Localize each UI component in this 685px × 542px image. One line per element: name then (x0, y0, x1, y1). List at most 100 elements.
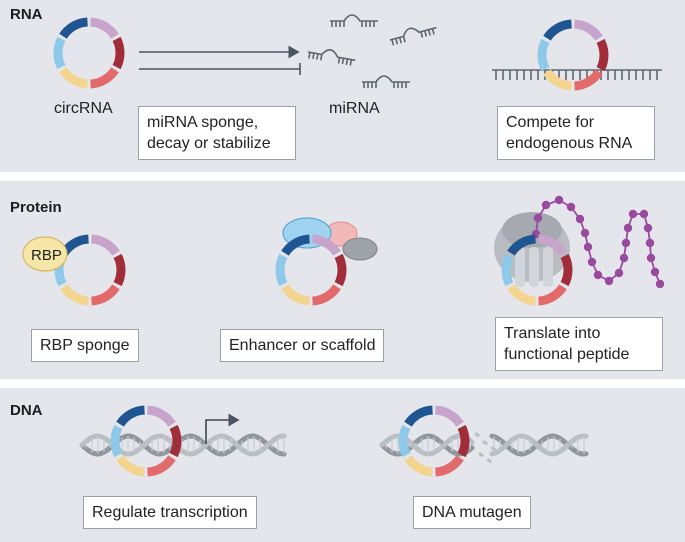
ring-segment (116, 455, 146, 477)
ring-segment (60, 234, 90, 256)
amino-acid (623, 223, 633, 233)
ring-segment (311, 284, 341, 306)
amino-acid (583, 242, 593, 252)
mirna-hairpin (307, 49, 356, 66)
amino-acid (580, 228, 590, 238)
amino-acid (619, 253, 629, 263)
ring-segment (537, 284, 567, 306)
ribosome-icon (494, 212, 570, 287)
ring-segment (89, 17, 119, 39)
compete-line-2: endogenous RNA (506, 135, 633, 152)
dna-fragment (486, 458, 493, 464)
ring-segment (404, 405, 434, 427)
circrna-ring-translate (501, 234, 573, 306)
circrna-ring-mutagen (398, 405, 470, 477)
translate-line-1: Translate into (504, 325, 601, 342)
amino-acid (628, 209, 638, 219)
amino-acid (621, 238, 631, 248)
ring-segment (543, 69, 573, 91)
ring-segment (146, 405, 176, 427)
dna-panel-title: DNA (10, 402, 43, 419)
ring-segment (501, 253, 514, 287)
ring-segment (60, 284, 90, 306)
amino-acid (646, 253, 656, 263)
ring-segment (560, 253, 573, 287)
ring-segment (507, 234, 537, 256)
circrna-ring-sponge (53, 17, 125, 89)
amino-acid (645, 238, 655, 248)
ring-segment (537, 38, 550, 72)
amino-acid (639, 209, 649, 219)
dna-helix-right (379, 431, 589, 464)
ring-segment (89, 67, 119, 89)
amino-acid (650, 267, 660, 277)
ring-segment (281, 234, 311, 256)
ring-segment (543, 19, 573, 41)
ring-segment (90, 234, 120, 256)
translate-peptide-box: Translate into functional peptide (495, 317, 663, 371)
mirna-hairpin (389, 26, 437, 46)
mirna-label: miRNA (329, 100, 380, 117)
mirna-hairpin (330, 14, 378, 27)
mirna-molecules (307, 14, 437, 88)
gray-protein (342, 237, 378, 261)
circrna-label: circRNA (54, 100, 113, 117)
amino-acid (541, 200, 551, 210)
ring-segment (275, 253, 288, 287)
peptide-backbone (535, 199, 661, 285)
rbp-protein: RBP (22, 236, 68, 272)
ring-segment (573, 19, 603, 41)
circrna-ring-rbp (54, 234, 126, 306)
ring-segment (116, 405, 146, 427)
ring-segment (507, 284, 537, 306)
ring-segment (110, 424, 123, 458)
ring-segment (59, 67, 89, 89)
enhancer-scaffold-box: Enhancer or scaffold (220, 329, 385, 362)
mirna-hairpin (362, 75, 410, 88)
amino-acid (604, 276, 614, 286)
ring-segment (281, 284, 311, 306)
ring-segment (537, 234, 567, 256)
transcription-start-arrow (205, 413, 240, 444)
ring-segment (311, 234, 341, 256)
amino-acid (554, 195, 564, 205)
dna-fragment (474, 431, 481, 438)
ring-segment (112, 36, 125, 70)
circrna-ring-transcription (110, 405, 182, 477)
translate-line-2: functional peptide (504, 346, 630, 363)
peptide-chain (531, 195, 665, 289)
rna-panel-title: RNA (10, 6, 43, 23)
ring-segment (434, 455, 464, 477)
amino-acid (643, 223, 653, 233)
mirna-sponge-box: miRNA sponge, decay or stabilize (138, 106, 296, 160)
circrna-ring-scaffold (275, 234, 347, 306)
dna-fragment (478, 452, 485, 458)
compete-endogenous-box: Compete for endogenous RNA (497, 106, 655, 160)
ring-segment (169, 424, 182, 458)
ring-segment (404, 455, 434, 477)
mirna-sponge-line-1: miRNA sponge, (147, 114, 259, 131)
amino-acid (533, 213, 543, 223)
compete-line-1: Compete for (506, 114, 595, 131)
amino-acid (587, 257, 597, 267)
ring-segment (113, 253, 126, 287)
ring-segment (59, 17, 89, 39)
ring-segment (334, 253, 347, 287)
dna-panel: DNA Regulate transcription DNA mutagen (0, 388, 685, 542)
dna-fragment (482, 439, 489, 446)
dna-mutagen-box: DNA mutagen (413, 496, 531, 529)
amino-acid (566, 202, 576, 212)
ring-segment (596, 38, 609, 72)
amino-acid (593, 270, 603, 280)
ring-segment (457, 424, 470, 458)
dna-strand (379, 433, 589, 457)
amino-acid (614, 268, 624, 278)
rbp-sponge-box: RBP sponge (31, 329, 139, 362)
amino-acid (655, 279, 665, 289)
regulate-transcription-box: Regulate transcription (83, 496, 257, 529)
ring-segment (434, 405, 464, 427)
endogenous-rna-strand (492, 69, 662, 80)
mirna-sponge-line-2: decay or stabilize (147, 135, 271, 152)
ring-segment (90, 284, 120, 306)
ring-segment (573, 69, 603, 91)
